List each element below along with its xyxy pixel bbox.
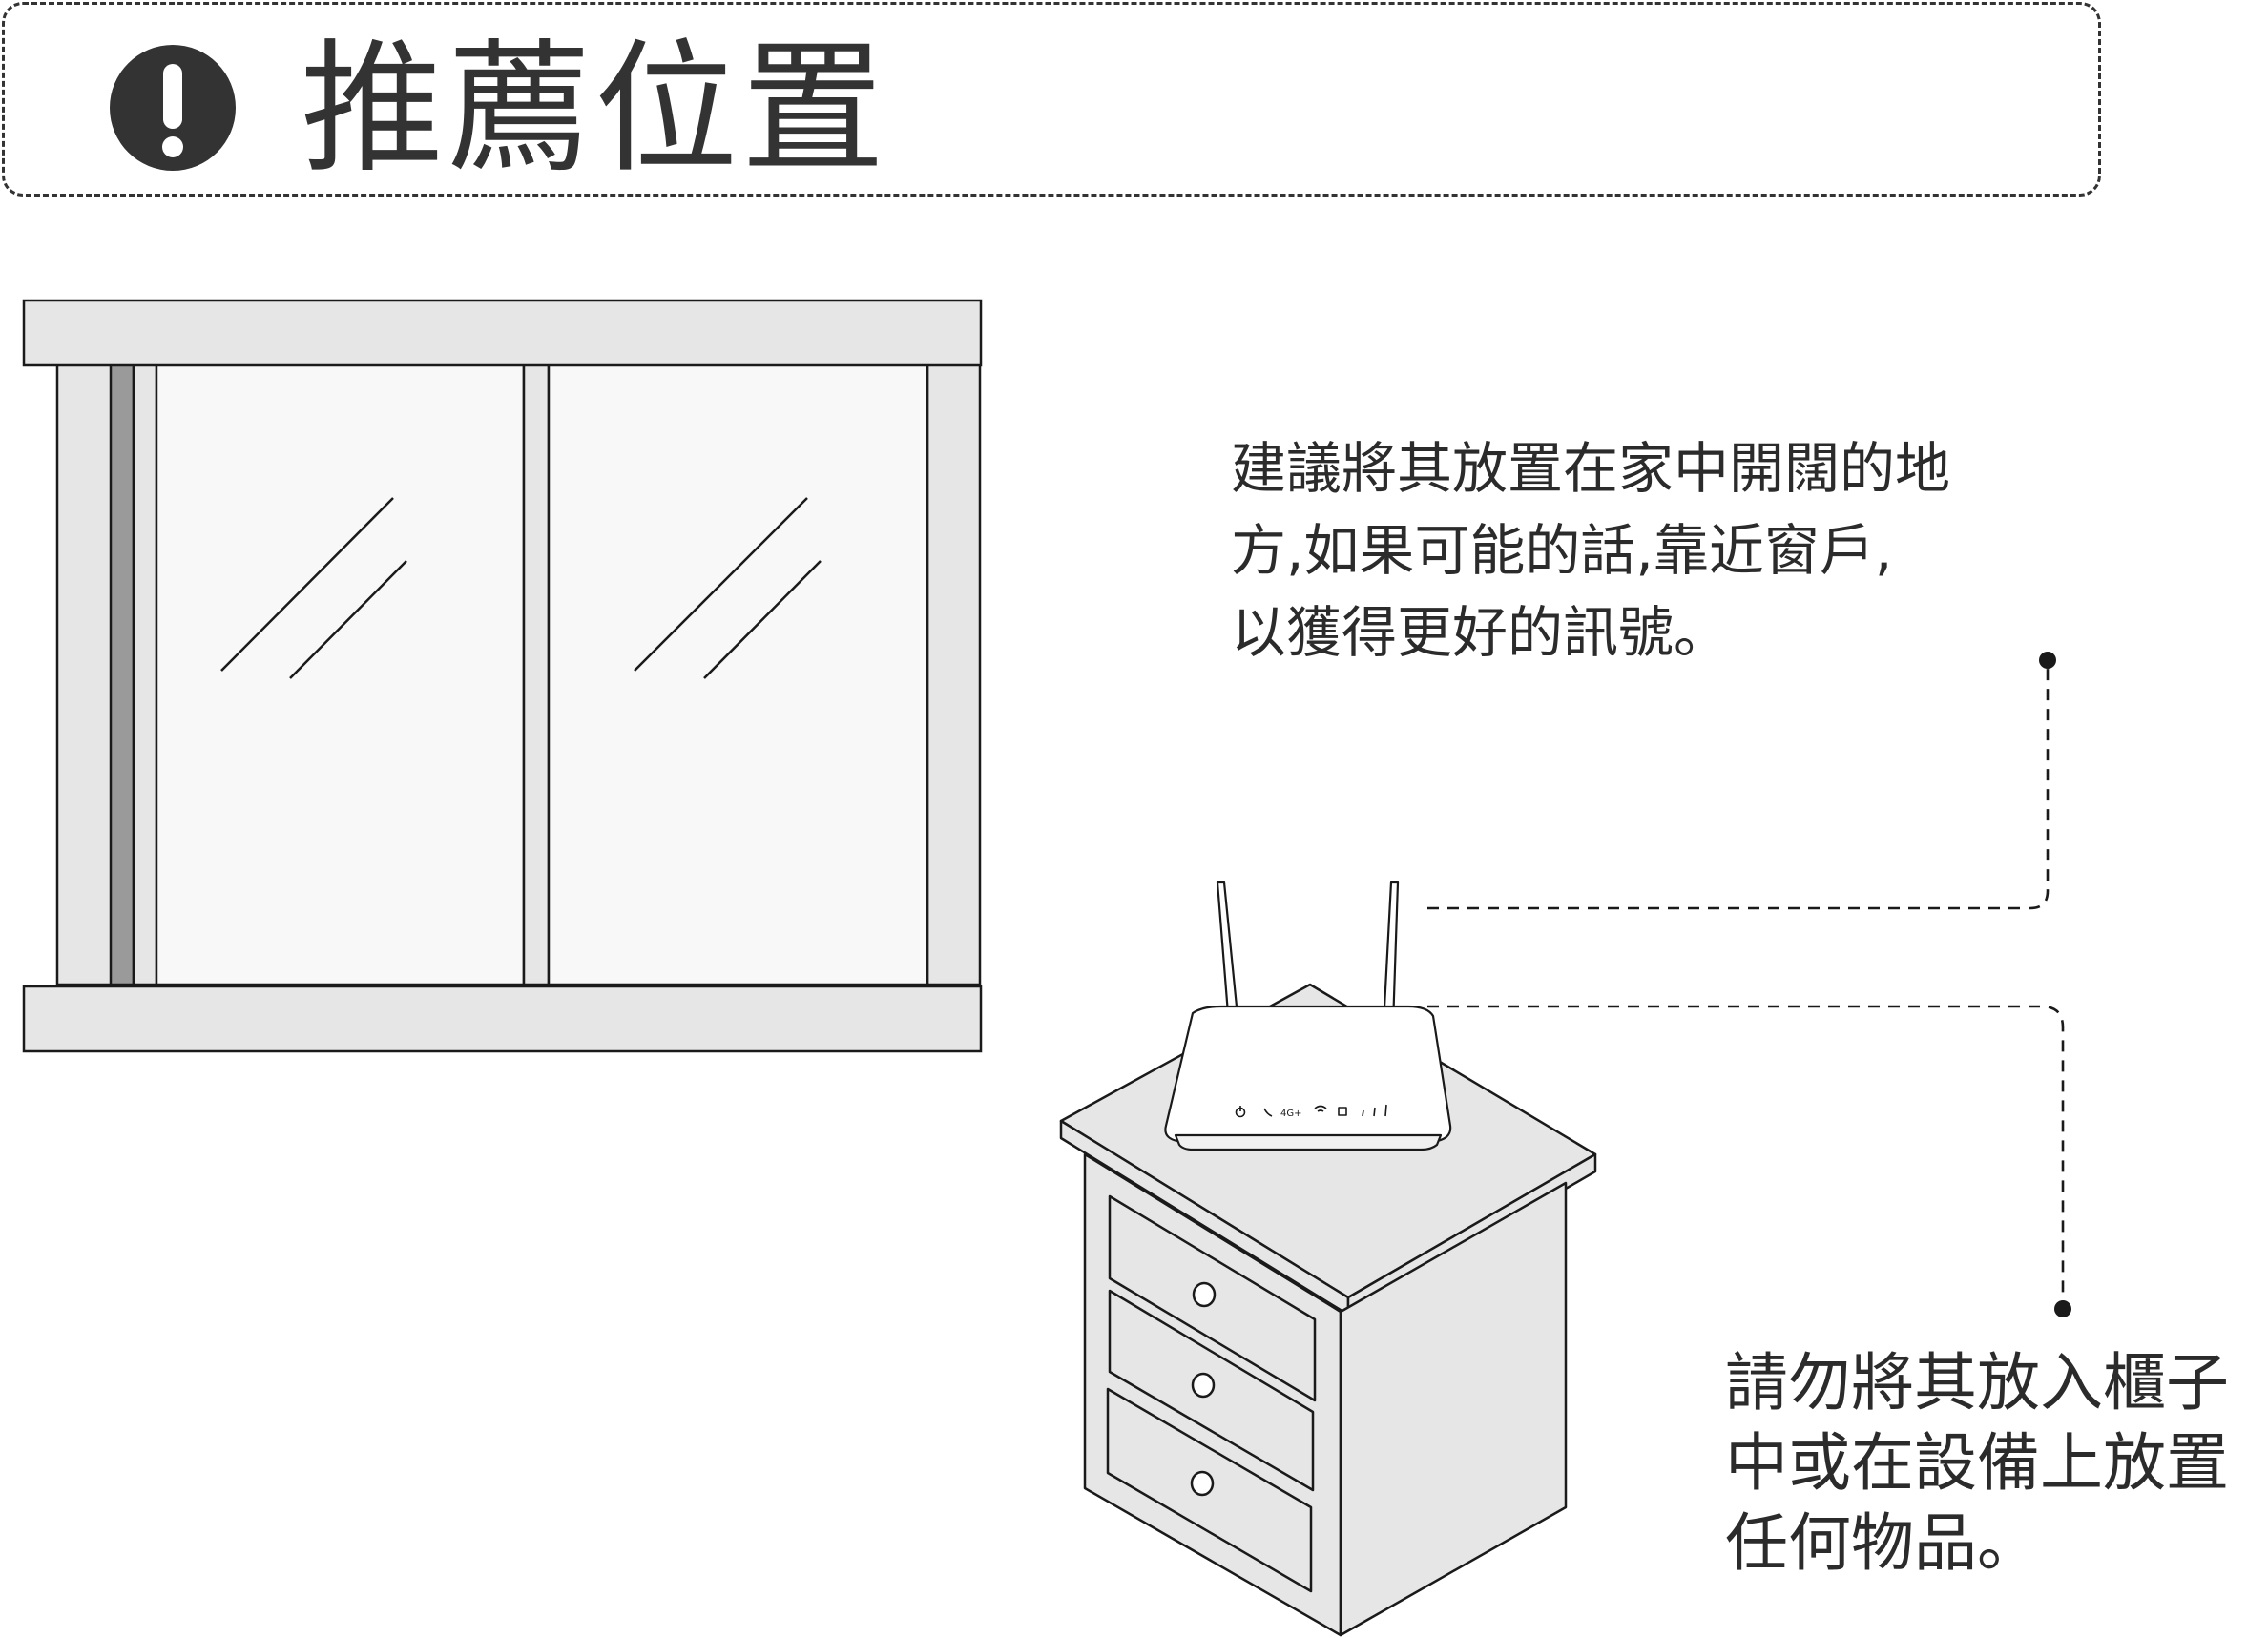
page-title: 推薦位置 [301,27,889,193]
nightstand-side [1339,1181,1568,1637]
router-antenna-left [1216,881,1240,1027]
router-body [1164,1005,1452,1144]
router-base [1174,1133,1443,1151]
exclamation-circle-icon [110,45,236,171]
window-middle-mullion [522,363,551,986]
recommend-note: 建議將其放置在家中開闊的地 方,如果可能的話,靠近窗戶, 以獲得更好的訊號。 [1231,427,1950,674]
title-banner: 推薦位置 [2,2,2101,197]
window-left-frame [55,363,114,986]
warning-note: 請勿將其放入櫃子 中或在設備上放置 任何物品。 [1725,1343,2229,1584]
wifi-icon [1314,1105,1327,1112]
signal-bar [1373,1107,1376,1117]
callout-dot-recommend [2039,652,2056,669]
warning-note-line: 中或在設備上放置 [1725,1426,2229,1500]
glass-reflection [289,560,407,679]
drawer-knob [1190,1470,1215,1497]
router-indicators [1235,1104,1387,1118]
window-right-glass [547,363,929,986]
window-left-strip [132,363,158,986]
router-4g-label: 4G+ [1280,1109,1302,1119]
signal-bar [1384,1104,1387,1117]
router-antenna-right [1382,881,1400,1027]
recommend-note-line: 以獲得更好的訊號。 [1231,600,1730,665]
window-left-glass [155,363,526,986]
window-right-frame [926,363,982,986]
glass-reflection [703,560,822,679]
window-bottom-rail [22,985,983,1053]
recommend-note-line: 方,如果可能的話,靠近窗戶, [1231,518,1893,583]
router-illustration: 4G+ [1164,881,1452,1151]
callout-dot-warning [2054,1300,2071,1317]
window-illustration [22,299,983,1053]
warning-note-line: 任何物品。 [1725,1506,2040,1580]
window-top-rail [22,299,983,367]
recommend-note-line: 建議將其放置在家中開闊的地 [1231,436,1951,501]
glass-reflection [220,497,394,672]
callout-line-recommend [1427,660,2050,910]
sms-icon [1338,1107,1347,1116]
warning-note-line: 請勿將其放入櫃子 [1725,1346,2229,1420]
drawer-knob [1192,1281,1217,1308]
window-dark-bar [109,363,135,986]
callout-line-warning [1427,1005,2065,1309]
phone-icon [1263,1108,1273,1117]
glass-reflection [634,497,808,672]
callout-lines [1427,660,2065,1309]
drawer-knob [1191,1372,1216,1399]
